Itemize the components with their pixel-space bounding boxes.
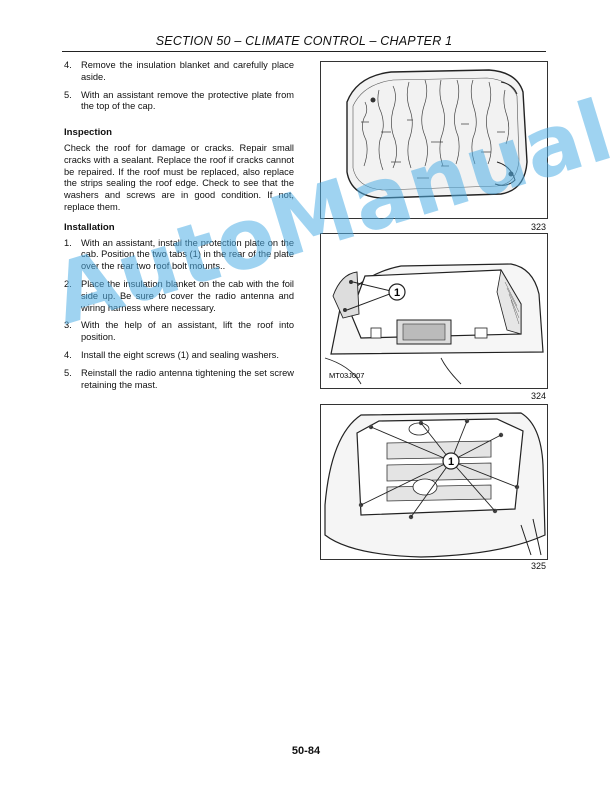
removal-step: 4. Remove the insulation blanket and car…	[64, 60, 294, 84]
text-column: 4. Remove the insulation blanket and car…	[64, 60, 294, 397]
installation-heading: Installation	[64, 221, 115, 233]
figure-325: 1	[320, 404, 548, 560]
figure-324: 1 MT03J007	[320, 233, 548, 389]
installation-step: 1. With an assistant, install the protec…	[64, 238, 294, 273]
step-text: Remove the insulation blanket and carefu…	[81, 60, 294, 82]
step-text: With an assistant, install the protectio…	[81, 237, 294, 272]
callout-label: 1	[448, 456, 454, 468]
figure-323	[320, 61, 548, 219]
step-text: With an assistant remove the protective …	[81, 89, 294, 112]
roof-screws-illustration: 1	[324, 412, 546, 558]
step-text: Reinstall the radio antenna tightening t…	[81, 367, 294, 390]
step-text: With the help of an assistant, lift the …	[81, 320, 294, 343]
step-number: 5.	[64, 89, 72, 100]
step-number: 4.	[64, 349, 72, 360]
installation-step: 2. Place the insulation blanket on the c…	[64, 279, 294, 314]
figure-number: 325	[530, 561, 546, 571]
figure-number: 323	[530, 222, 546, 232]
page-header: SECTION 50 – CLIMATE CONTROL – CHAPTER 1	[155, 34, 453, 48]
step-text: Install the eight screws (1) and sealing…	[81, 349, 279, 360]
insulation-blanket-illustration	[346, 69, 528, 199]
callout-label: 1	[394, 287, 400, 299]
inspection-heading: Inspection	[64, 127, 112, 139]
protection-plate-illustration: 1 MT03J007	[324, 263, 544, 385]
step-text: Place the insulation blanket on the cab …	[81, 278, 294, 313]
installation-step: 3. With the help of an assistant, lift t…	[64, 320, 294, 344]
installation-step: 5. Reinstall the radio antenna tightenin…	[64, 368, 294, 392]
page-number: 50-84	[291, 745, 321, 757]
installation-step: 4. Install the eight screws (1) and seal…	[64, 350, 294, 362]
figure-number: 324	[530, 391, 546, 401]
header-rule	[62, 51, 546, 52]
figure-code: MT03J007	[329, 371, 364, 380]
removal-step: 5. With an assistant remove the protecti…	[64, 90, 294, 114]
inspection-text: Check the roof for damage or cracks. Rep…	[64, 142, 294, 212]
step-number: 3.	[64, 320, 72, 331]
step-number: 5.	[64, 367, 72, 378]
step-number: 2.	[64, 278, 72, 289]
step-number: 1.	[64, 237, 72, 248]
step-number: 4.	[64, 60, 72, 70]
